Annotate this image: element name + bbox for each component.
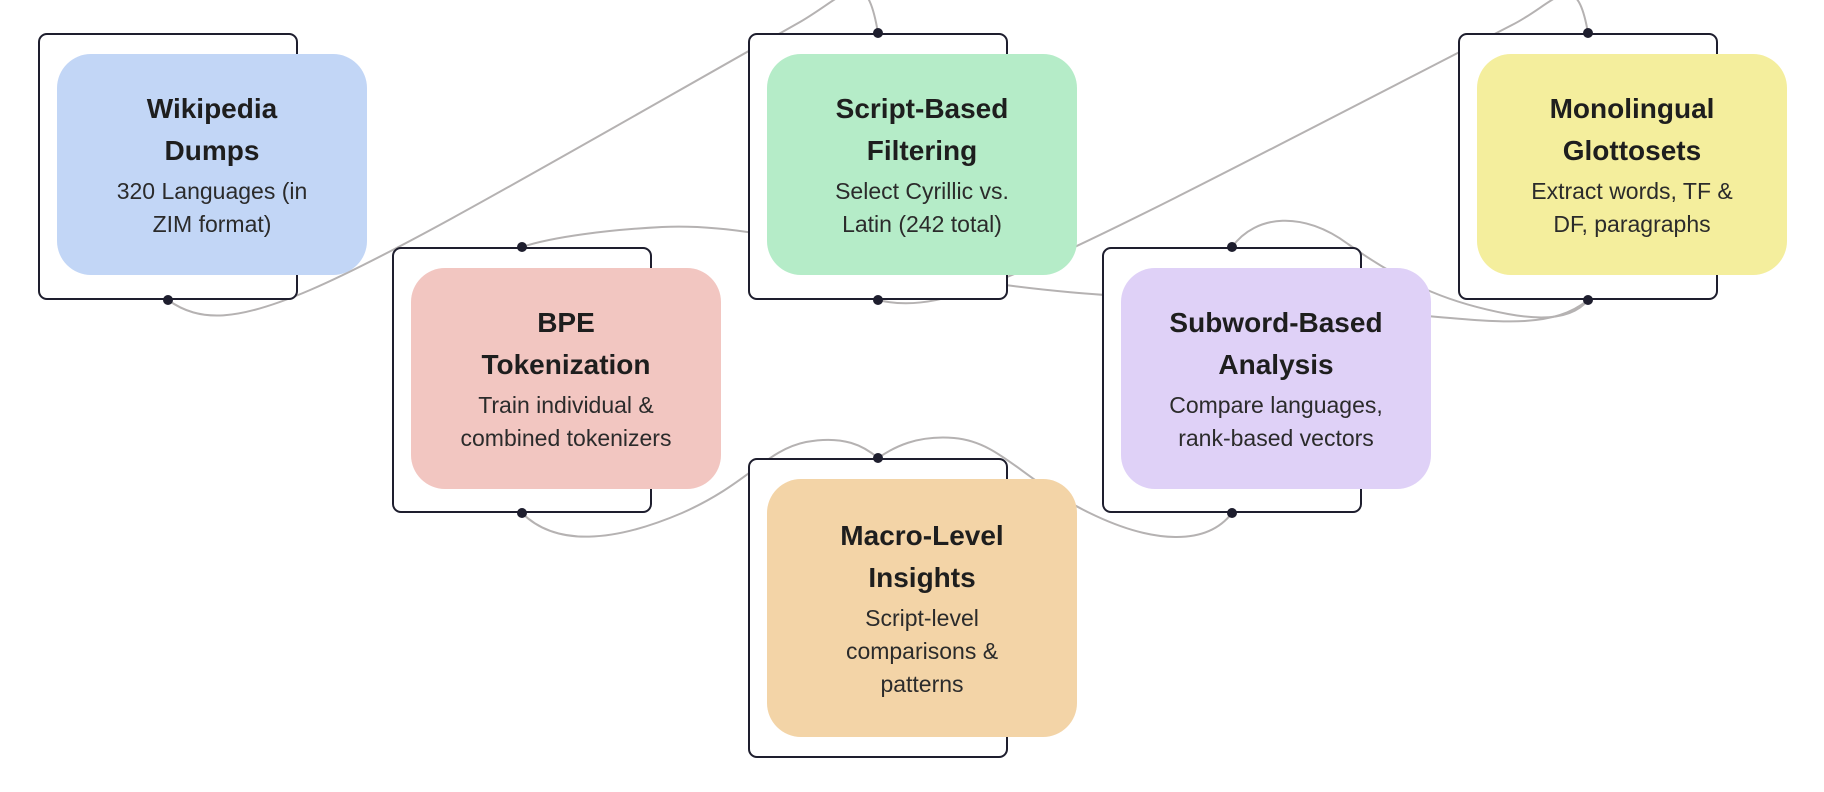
- node-subtitle-line: Script-level: [865, 605, 979, 631]
- node-title-line: Analysis: [1218, 349, 1334, 380]
- node-title-line: Tokenization: [481, 349, 651, 380]
- node-subtitle: Compare languages, rank-based vectors: [1169, 389, 1383, 455]
- node-subtitle-line: ZIM format): [152, 211, 272, 237]
- node-subtitle: Select Cyrillic vs. Latin (242 total): [835, 175, 1009, 241]
- node-title-line: Filtering: [866, 135, 978, 166]
- node-subtitle-line: Extract words, TF &: [1531, 178, 1733, 204]
- node-title-line: Dumps: [164, 135, 260, 166]
- node-title-line: Glottosets: [1562, 135, 1702, 166]
- node-subtitle-line: Compare languages,: [1169, 392, 1383, 418]
- node-subtitle-line: rank-based vectors: [1178, 425, 1374, 451]
- node-subtitle-line: Latin (242 total): [842, 211, 1002, 237]
- node-subtitle: Train individual & combined tokenizers: [461, 389, 672, 455]
- node-subtitle: Script-level comparisons & patterns: [846, 602, 998, 701]
- node-subtitle-line: 320 Languages (in: [116, 178, 308, 204]
- connector-bpe-to-macro[interactable]: [521, 438, 879, 538]
- node-subtitle-line: comparisons &: [845, 638, 999, 664]
- node-title-line: Macro-Level: [840, 520, 1004, 551]
- connector-wikipedia-to-filtering[interactable]: [167, 0, 879, 317]
- node-subtitle: Extract words, TF & DF, paragraphs: [1531, 175, 1733, 241]
- node-subtitle-line: Train individual &: [478, 392, 654, 418]
- node-subtitle-line: patterns: [880, 671, 964, 697]
- node-subtitle-line: combined tokenizers: [460, 425, 672, 451]
- node-title-line: Script-Based: [835, 93, 1009, 124]
- node-subtitle-line: Select Cyrillic vs.: [835, 178, 1009, 204]
- node-title-line: Insights: [868, 562, 976, 593]
- node-title: BPE Tokenization: [481, 302, 650, 386]
- node-title-line: Wikipedia: [146, 93, 278, 124]
- connector-subword-to-macro[interactable]: [877, 436, 1233, 538]
- node-title-line: Monolingual: [1549, 93, 1715, 124]
- node-subtitle-line: DF, paragraphs: [1553, 211, 1711, 237]
- node-title-line: BPE: [537, 307, 595, 338]
- node-title-line: Subword-Based: [1169, 307, 1383, 338]
